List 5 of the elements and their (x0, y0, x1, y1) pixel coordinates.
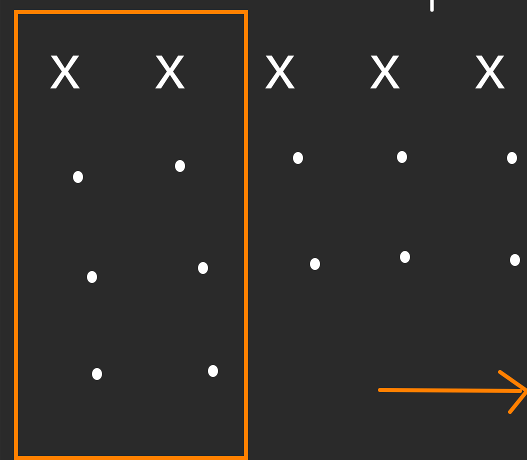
column-label: x (50, 56, 80, 88)
column-label: x (155, 56, 185, 88)
column-label: x (370, 56, 400, 88)
column-label: x (475, 56, 505, 88)
highlight-box (14, 10, 248, 460)
